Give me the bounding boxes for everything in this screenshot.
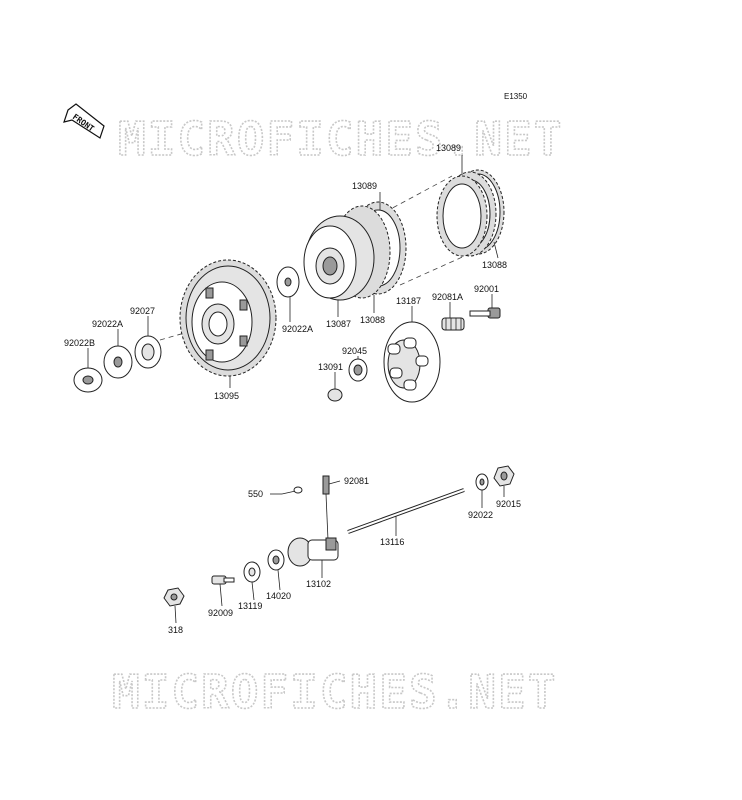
leader-lines [87,155,505,624]
push-rod-cap [327,388,343,402]
label-13089-top: 13089 [436,143,461,153]
release-lever [287,493,339,567]
reference-code: E1350 [504,92,528,101]
label-92045: 92045 [342,346,367,356]
label-13087: 13087 [326,319,351,329]
clutch-bolt [469,307,501,319]
release-cam [267,549,285,571]
bushing [134,335,162,369]
label-92022a-right: 92022A [282,324,313,334]
label-92081: 92081 [344,476,369,486]
label-13089-mid: 13089 [352,181,377,191]
adjust-screw [211,575,235,585]
label-92009: 92009 [208,608,233,618]
watermark-bottom: MICROFICHES.NET [112,665,557,719]
clutch-spring [441,317,465,331]
label-13088-right: 13088 [482,260,507,270]
label-13088-mid: 13088 [360,315,385,325]
label-92022a-left: 92022A [92,319,123,329]
label-14020: 14020 [266,591,291,601]
lock-nut [163,587,185,607]
thrust-washer-b [73,367,103,393]
washer [475,473,489,491]
release-bearing [348,358,368,382]
label-13116: 13116 [380,537,404,547]
label-92022: 92022 [468,510,493,520]
thrust-washer-right [276,266,300,298]
thrust-washer-left [103,345,133,379]
release-plate [243,561,261,583]
label-318: 318 [168,625,183,635]
pressure-plate [383,321,441,403]
cotter-pin [281,486,303,495]
clutch-hub [303,201,407,301]
label-13095: 13095 [214,391,239,401]
push-rod [347,488,465,534]
nut [493,465,515,487]
front-arrow-icon: FRONT [63,103,105,139]
label-92081a: 92081A [432,292,463,302]
label-92022b: 92022B [64,338,95,348]
return-spring [322,475,330,495]
label-92027: 92027 [130,306,155,316]
label-92001: 92001 [474,284,499,294]
label-550: 550 [248,489,263,499]
watermark-top: MICROFICHES.NET [118,112,563,166]
label-13119: 13119 [238,601,262,611]
clutch-plate-stack [436,169,505,257]
label-13102: 13102 [306,579,331,589]
clutch-housing-gear [179,259,277,377]
label-13091: 13091 [318,362,343,372]
label-13187: 13187 [396,296,421,306]
label-92015: 92015 [496,499,521,509]
